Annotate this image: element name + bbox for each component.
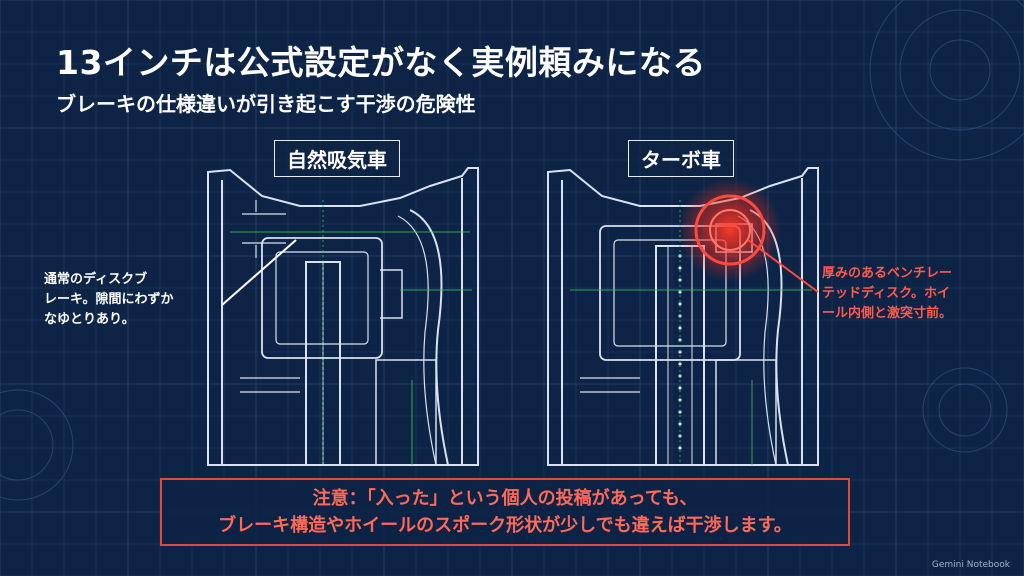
watermark: Gemini Notebook — [931, 560, 1010, 570]
label-turbo: ターボ車 — [628, 140, 734, 177]
na-callout-pointer — [221, 239, 297, 306]
na-spoke — [409, 209, 449, 466]
turbo-wheel-rim — [547, 167, 819, 466]
interference-ring — [694, 194, 766, 266]
turbo-callout-pointer — [747, 239, 819, 293]
warning-line-2: ブレーキ構造やホイールのスポーク形状が少しでも違えば干渉します。 — [218, 515, 792, 536]
label-natural-aspiration: 自然吸気車 — [274, 140, 400, 177]
callout-turbo: 厚みのあるベンチレー テッドディスク。ホイ ール内側と激突寸前。 — [822, 266, 953, 321]
decor-circles — [0, 0, 1024, 501]
page-title: 13インチは公式設定がなく実例頼みになる — [56, 43, 706, 82]
callout-natural-aspiration: 通常のディスクブ レーキ。隙間にわずか なゆとりあり。 — [44, 272, 174, 327]
warning-line-1: 注意：「入った」という個人の投稿があっても、 — [312, 488, 698, 509]
na-wheel-rim — [207, 167, 479, 466]
interference-glow — [678, 178, 782, 282]
warning-box: 注意：「入った」という個人の投稿があっても、 ブレーキ構造やホイールのスポーク形… — [160, 478, 850, 546]
page-subtitle: ブレーキの仕様違いが引き起こす干渉の危険性 — [56, 92, 476, 116]
turbo-caliper — [599, 225, 741, 361]
na-caliper — [261, 237, 383, 359]
